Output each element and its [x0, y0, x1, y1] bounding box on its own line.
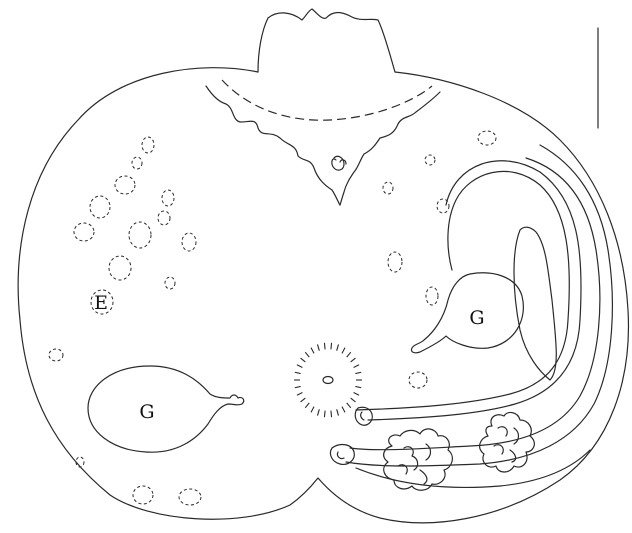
radiating-tick	[342, 348, 345, 354]
radiating-tick	[347, 352, 351, 357]
radiating-tick	[295, 386, 301, 387]
radiating-tick	[331, 411, 332, 418]
radiating-tick	[347, 403, 351, 408]
radiating-tick	[337, 409, 339, 415]
throat-left-edge	[206, 86, 340, 205]
radiating-tick	[355, 386, 361, 387]
collar-boundary	[222, 80, 432, 120]
terminal-ring-lower	[330, 445, 354, 465]
gonad-right	[411, 273, 523, 353]
radiating-tick	[305, 403, 309, 408]
radiating-tick	[324, 411, 325, 418]
radiating-center	[323, 377, 333, 384]
loop-outer-2	[346, 145, 612, 466]
label-gonad-left: G	[139, 401, 154, 423]
radiating-structure	[294, 343, 362, 417]
radiating-tick	[324, 343, 325, 350]
tuft-left	[384, 429, 453, 490]
body-outline	[18, 68, 628, 523]
head-protrusion	[258, 9, 395, 72]
radiating-tick	[351, 358, 356, 362]
duct-outer	[356, 171, 569, 410]
radiating-tick	[337, 344, 339, 350]
radiating-tick	[300, 358, 305, 362]
radiating-tick	[351, 398, 356, 402]
radiating-tick	[311, 407, 314, 413]
radiating-tick	[317, 409, 319, 415]
label-gonad-right: G	[469, 307, 484, 329]
radiating-tick	[300, 398, 305, 402]
radiating-tick	[354, 365, 359, 368]
gonad-left	[88, 366, 244, 452]
dashed-ring-cluster-right	[383, 131, 496, 388]
loop-outer-1	[350, 158, 600, 450]
duct-inner	[368, 161, 581, 420]
radiating-tick	[355, 372, 361, 373]
radiating-tick	[342, 407, 345, 413]
inner-u-loop	[514, 227, 556, 380]
throat-right-edge	[340, 92, 440, 205]
radiating-tick	[297, 393, 302, 396]
dashed-ring-cluster	[49, 137, 201, 505]
label-structure-e: E	[94, 292, 108, 314]
radiating-tick	[354, 393, 359, 396]
radiating-tick	[317, 344, 319, 350]
radiating-tick	[331, 343, 332, 350]
throat-spiral	[332, 156, 346, 170]
radiating-tick	[305, 352, 309, 357]
radiating-tick	[311, 348, 314, 354]
loop-bottom	[356, 450, 590, 487]
radiating-tick	[295, 372, 301, 373]
radiating-tick	[297, 365, 302, 368]
